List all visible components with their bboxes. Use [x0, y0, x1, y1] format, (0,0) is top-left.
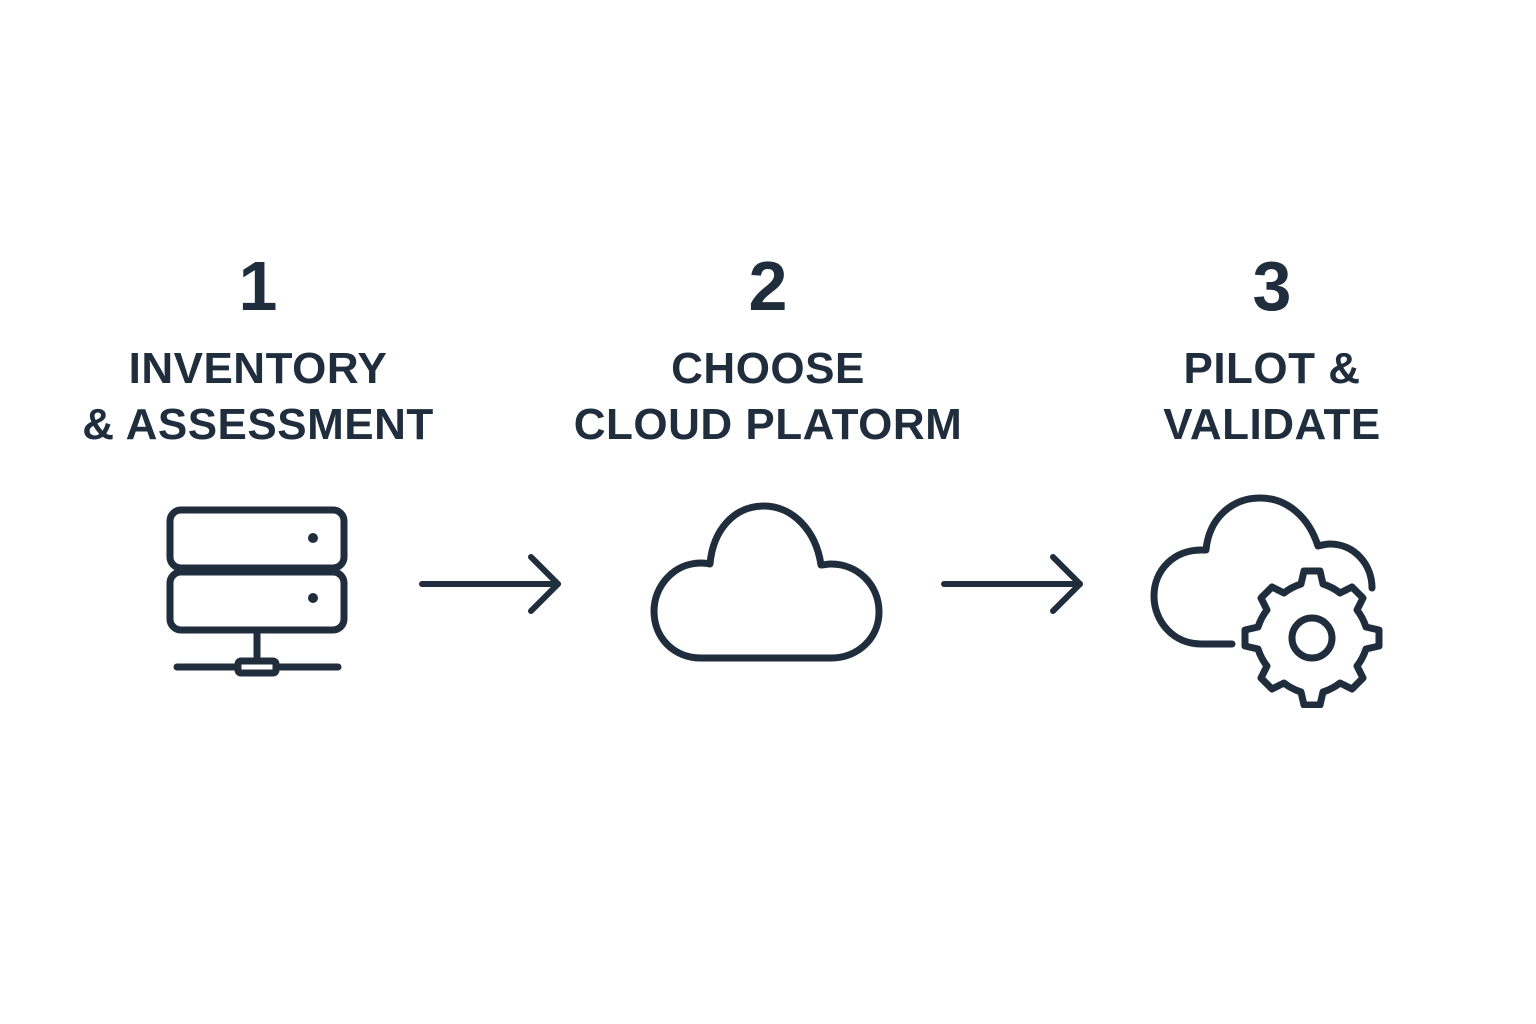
arrow-right-icon [416, 552, 566, 621]
step-number: 3 [1252, 247, 1292, 325]
step-title: PILOT & VALIDATE [1062, 341, 1482, 453]
step-1: 1 INVENTORY & ASSESSMENT [48, 245, 468, 453]
step-3: 3 PILOT & VALIDATE [1062, 245, 1482, 453]
step-title-line: CLOUD PLATORM [573, 400, 963, 449]
step-title: INVENTORY & ASSESSMENT [48, 341, 468, 453]
step-title-line: PILOT & [1183, 344, 1361, 393]
step-number: 1 [238, 247, 278, 325]
step-title-line: & ASSESSMENT [82, 400, 434, 449]
arrow-right-icon [938, 552, 1088, 621]
step-title: CHOOSE CLOUD PLATORM [558, 341, 978, 453]
cloud-gear-icon [1146, 488, 1386, 708]
cloud-icon [646, 496, 886, 666]
step-title-line: CHOOSE [671, 344, 865, 393]
step-title-line: VALIDATE [1163, 400, 1381, 449]
step-number: 2 [748, 247, 788, 325]
step-title-line: INVENTORY [128, 344, 388, 393]
server-network-icon [160, 500, 350, 685]
step-2: 2 CHOOSE CLOUD PLATORM [558, 245, 978, 453]
